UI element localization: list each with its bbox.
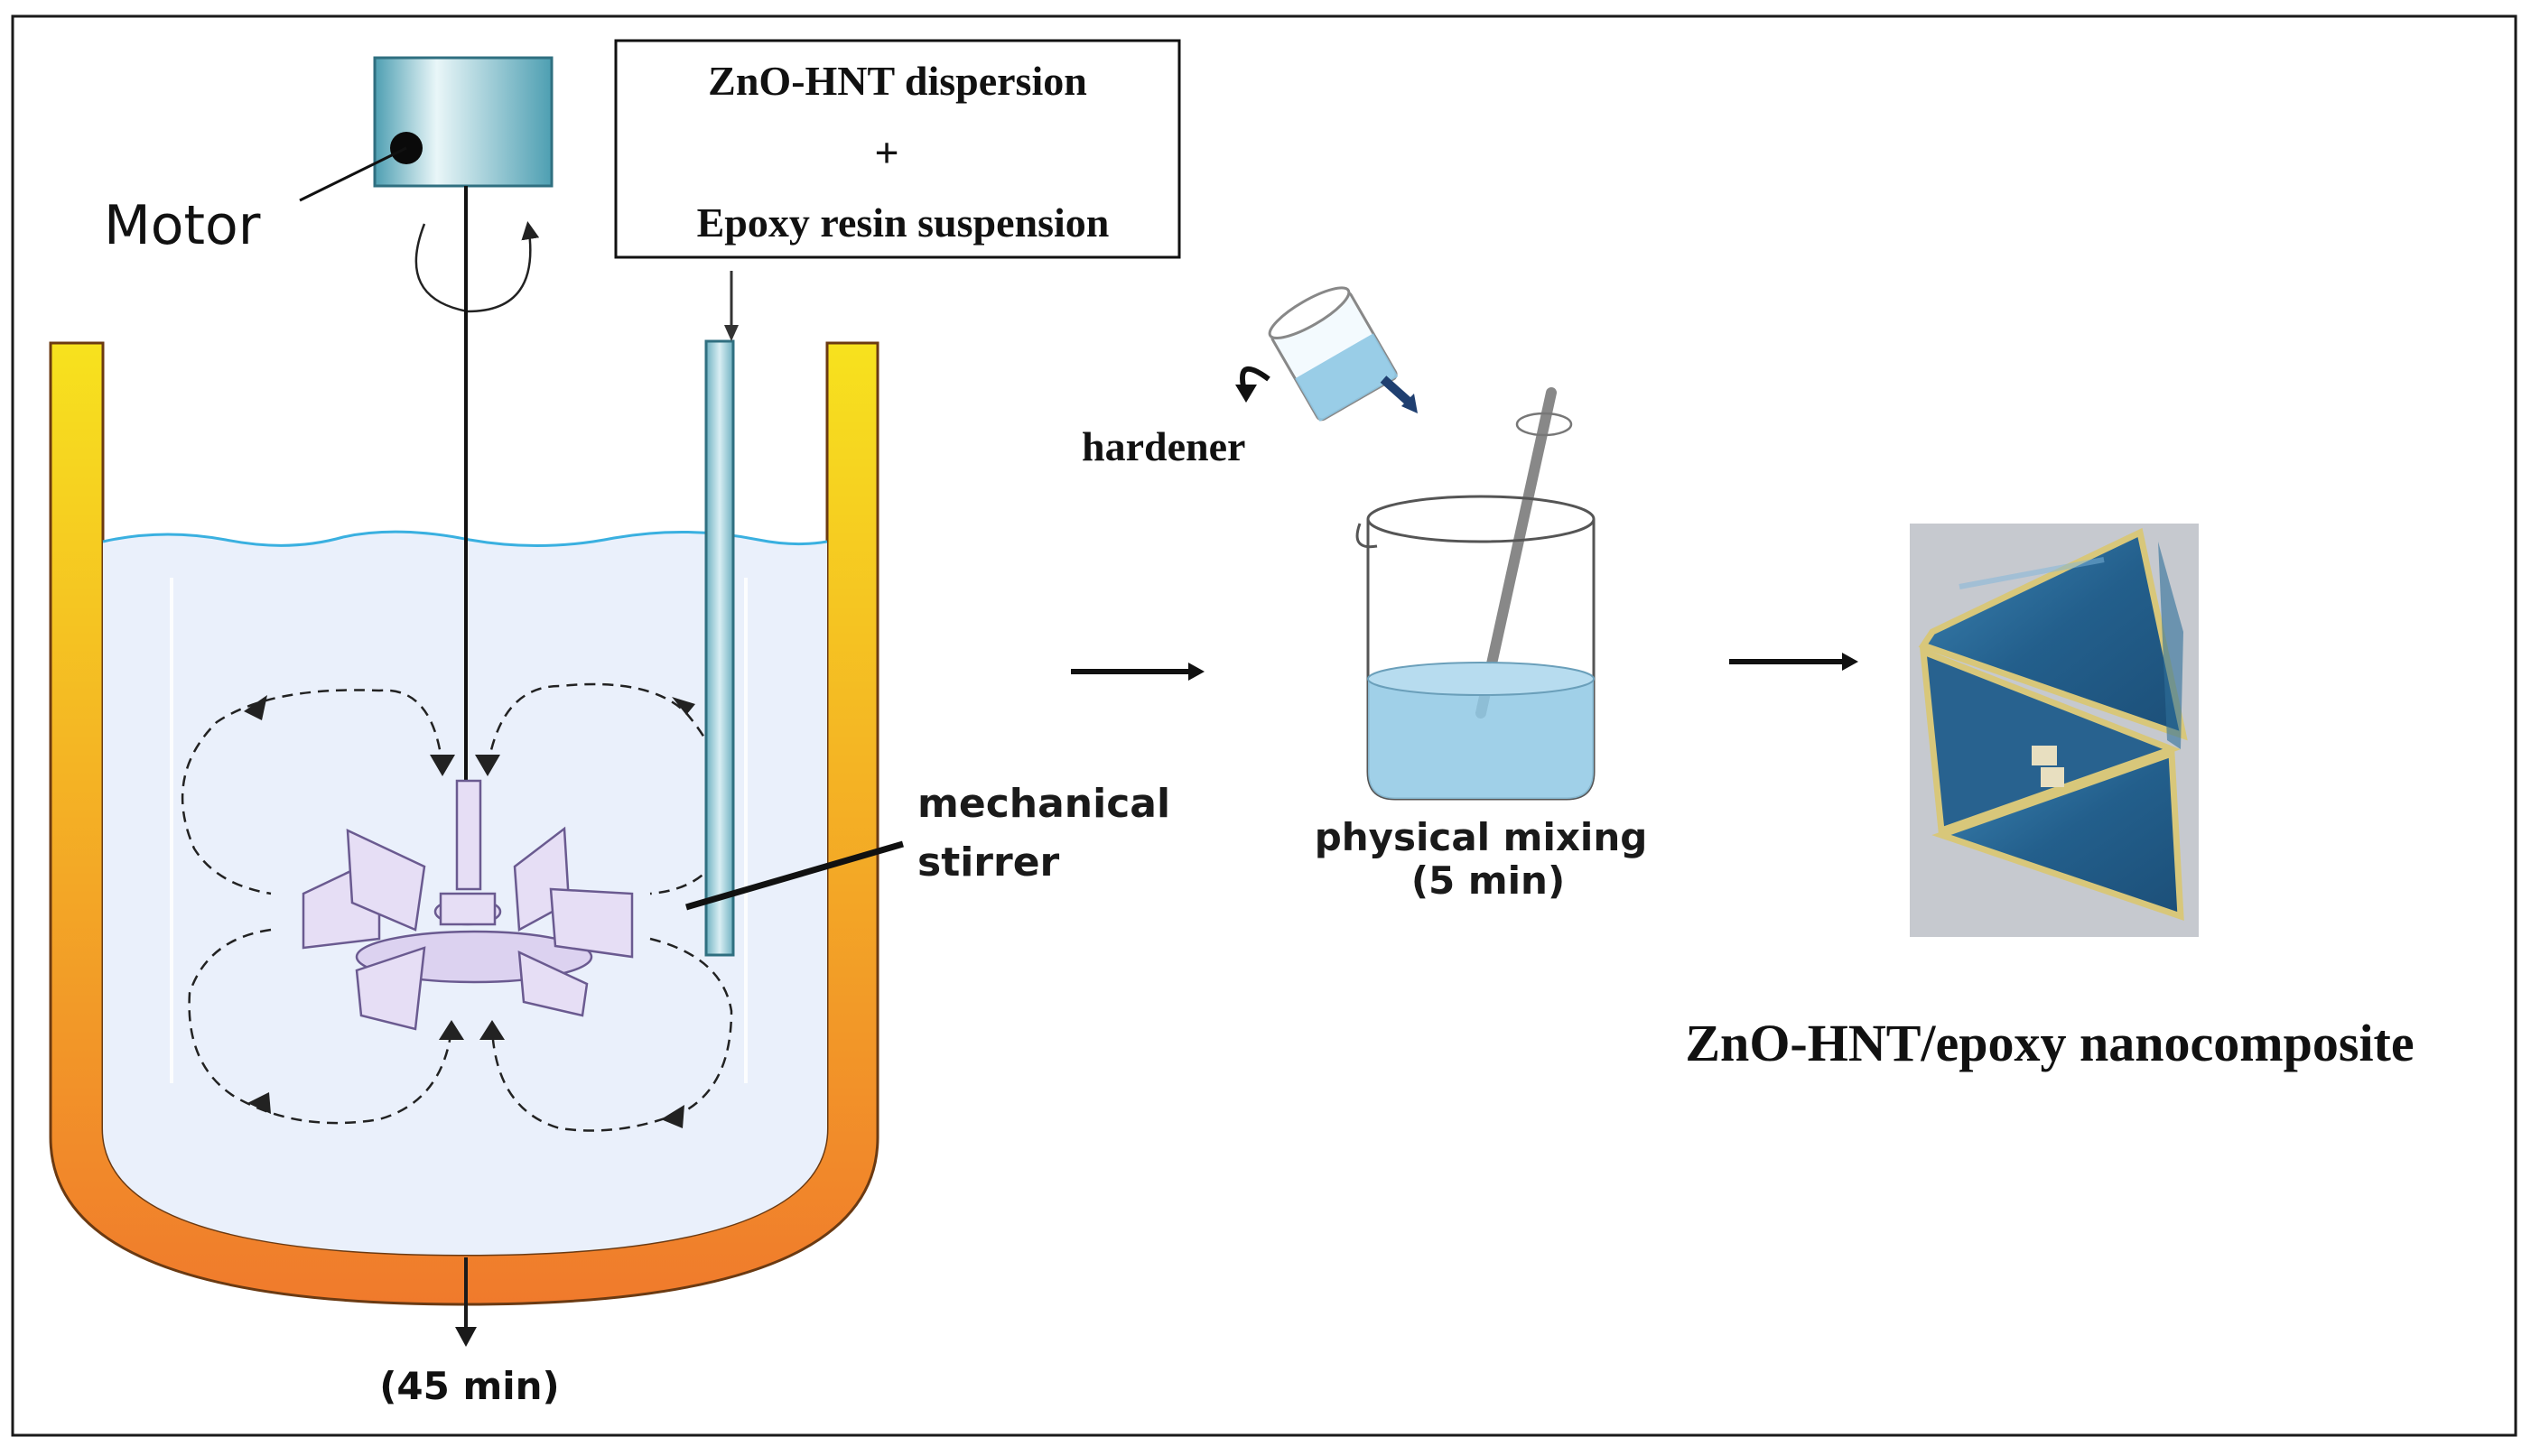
mixing-label-line-2: (5 min) bbox=[1411, 858, 1565, 903]
hardener-cup bbox=[1235, 286, 1418, 422]
duration-label: (45 min) bbox=[379, 1364, 560, 1408]
motor-label: Motor bbox=[104, 194, 261, 257]
hardener-label: hardener bbox=[1082, 423, 1245, 469]
product-label: ZnO-HNT/epoxy nanocomposite bbox=[1685, 1014, 2414, 1072]
nanocomposite-photo bbox=[1910, 524, 2199, 937]
feed-label-box: ZnO-HNT dispersion + Epoxy resin suspens… bbox=[614, 39, 1181, 259]
stirrer-label-line-2: stirrer bbox=[917, 839, 1060, 886]
pour-direction-arrow-icon bbox=[1380, 376, 1412, 405]
liquid-surface bbox=[102, 530, 828, 548]
mixing-label-line-1: physical mixing bbox=[1315, 815, 1648, 859]
feed-pipe bbox=[704, 271, 739, 957]
stirrer-label-line-1: mechanical bbox=[917, 781, 1170, 827]
flow-arrowheads bbox=[244, 695, 695, 1128]
feed-line-2: Epoxy resin suspension bbox=[697, 199, 1110, 246]
feed-arrow-icon bbox=[724, 325, 739, 341]
motor-box bbox=[373, 56, 554, 188]
motor: Motor bbox=[104, 56, 554, 257]
process-arrow-2-head-icon bbox=[1842, 653, 1858, 671]
impeller bbox=[302, 779, 634, 1031]
drain-arrow-icon bbox=[455, 1327, 477, 1347]
mixing-beaker bbox=[1355, 387, 1596, 801]
feed-line-1: ZnO-HNT dispersion bbox=[708, 58, 1087, 104]
stirrer-leader-line bbox=[685, 840, 904, 911]
feed-plus: + bbox=[874, 129, 898, 177]
process-arrow-1-head-icon bbox=[1188, 663, 1205, 681]
motor-leader-line bbox=[299, 146, 407, 202]
